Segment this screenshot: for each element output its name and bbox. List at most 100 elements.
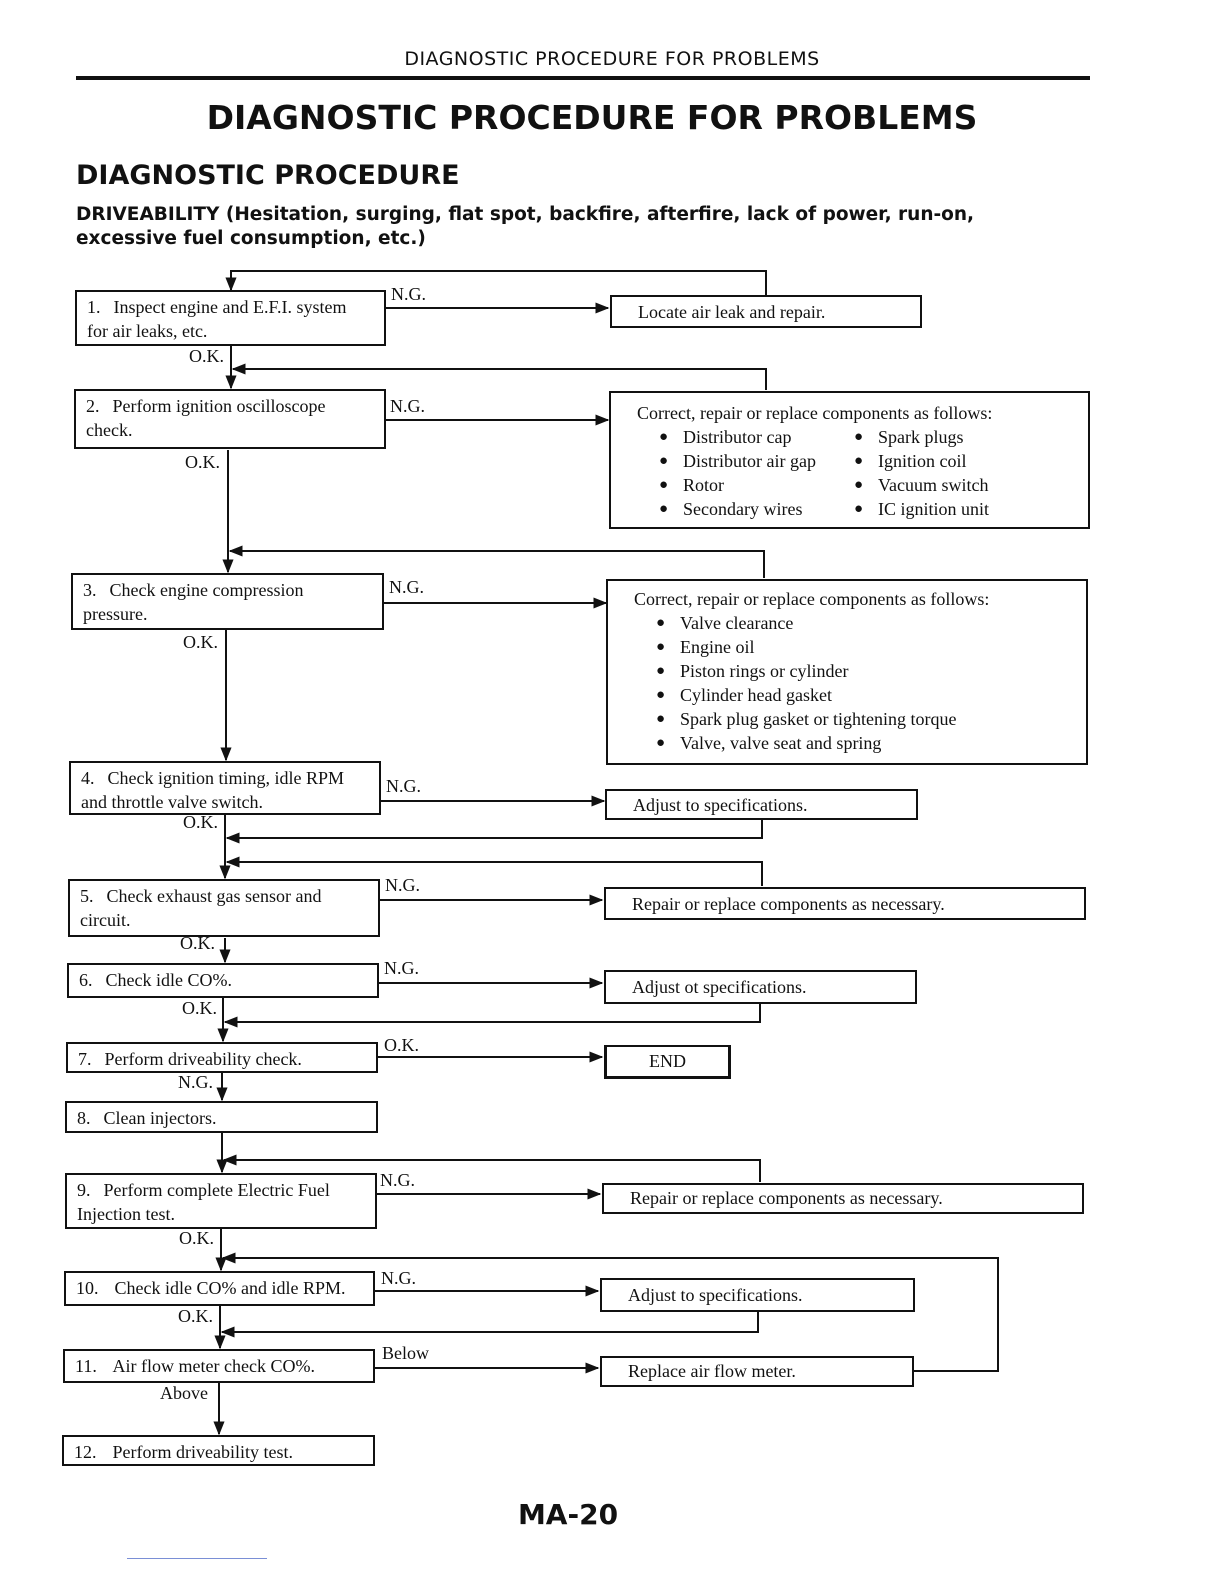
action-replace-air-flow-meter: Replace air flow meter. (600, 1356, 914, 1387)
step-text: Clean injectors. (103, 1108, 217, 1128)
action-text: Adjust to specifications. (633, 795, 808, 815)
ok-label-2: O.K. (185, 452, 220, 472)
ok-label-3: O.K. (183, 632, 218, 652)
list-item: Spark plug gasket or tightening torque (656, 707, 1086, 731)
list-item: Piston rings or cylinder (656, 659, 1086, 683)
step-text: Air flow meter check CO%. (112, 1356, 315, 1376)
action-ignition-components: Correct, repair or replace components as… (609, 391, 1090, 529)
end-terminal: END (604, 1045, 731, 1079)
action-adjust-specs-4: Adjust to specifications. (605, 789, 918, 820)
ng-label-7: N.G. (178, 1072, 213, 1092)
ng-label-2: N.G. (390, 396, 425, 416)
ok-label-1: O.K. (189, 346, 224, 366)
step-number: 12. (74, 1442, 97, 1462)
step-7-box: 7. Perform driveability check. (66, 1042, 378, 1073)
running-header: DIAGNOSTIC PROCEDURE FOR PROBLEMS (404, 48, 820, 70)
step-text: Check exhaust gas sensor and circuit. (80, 886, 322, 930)
list-item: Distributor air gap (659, 449, 854, 473)
list-item: Rotor (659, 473, 854, 497)
step-5-box: 5. Check exhaust gas sensor and circuit. (68, 879, 380, 937)
action-text: Repair or replace components as necessar… (630, 1188, 943, 1208)
action-compression-components: Correct, repair or replace components as… (606, 579, 1088, 765)
step-text: Perform driveability check. (104, 1049, 302, 1069)
action-adjust-specs-6: Adjust ot specifications. (604, 970, 917, 1004)
list-item: Valve clearance (656, 611, 1086, 635)
ok-label-9: O.K. (179, 1228, 214, 1248)
list-item: Spark plugs (854, 425, 1044, 449)
list-item: Cylinder head gasket (656, 683, 1086, 707)
list-item: Distributor cap (659, 425, 854, 449)
end-label: END (649, 1051, 686, 1071)
step-number: 4. (81, 768, 95, 788)
step-8-box: 8. Clean injectors. (65, 1101, 378, 1133)
ok-label-10: O.K. (178, 1306, 213, 1326)
action-text: Replace air flow meter. (628, 1361, 796, 1381)
action-text: Locate air leak and repair. (638, 302, 826, 322)
action-heading: Correct, repair or replace components as… (634, 589, 990, 609)
step-text: Check idle CO%. (105, 970, 232, 990)
step-3-box: 3. Check engine compression pressure. (71, 573, 384, 630)
step-number: 11. (75, 1356, 97, 1376)
ng-label-6: N.G. (384, 958, 419, 978)
step-number: 10. (76, 1278, 99, 1298)
step-text: Perform ignition oscilloscope check. (86, 396, 326, 440)
step-text: Perform driveability test. (112, 1442, 293, 1462)
step-text: Check ignition timing, idle RPM and thro… (81, 768, 345, 812)
ng-label-5: N.G. (385, 875, 420, 895)
ok-label-5: O.K. (180, 933, 215, 953)
step-12-box: 12. Perform driveability test. (62, 1435, 375, 1466)
step-number: 8. (77, 1108, 91, 1128)
action-text: Adjust to specifications. (628, 1285, 803, 1305)
step-10-box: 10. Check idle CO% and idle RPM. (64, 1271, 375, 1306)
ng-label-3: N.G. (389, 577, 424, 597)
below-label: Below (382, 1343, 429, 1363)
compression-component-list: Valve clearance Engine oil Piston rings … (634, 611, 1086, 755)
ng-label-4: N.G. (386, 776, 421, 796)
section-title: DIAGNOSTIC PROCEDURE (76, 160, 460, 191)
step-text: Check idle CO% and idle RPM. (114, 1278, 346, 1298)
list-item: Ignition coil (854, 449, 1044, 473)
action-repair-5: Repair or replace components as necessar… (604, 887, 1086, 920)
ng-label-9: N.G. (380, 1170, 415, 1190)
ng-label-1: N.G. (391, 284, 426, 304)
list-item: Engine oil (656, 635, 1086, 659)
step-text: Inspect engine and E.F.I. system for air… (87, 297, 347, 341)
list-item: Secondary wires (659, 497, 854, 521)
list-item: IC ignition unit (854, 497, 1044, 521)
page-number: MA-20 (517, 1498, 619, 1531)
action-adjust-specs-10: Adjust to specifications. (600, 1278, 915, 1312)
action-text: Repair or replace components as necessar… (632, 894, 945, 914)
step-4-box: 4. Check ignition timing, idle RPM and t… (69, 761, 381, 815)
step-number: 6. (79, 970, 93, 990)
ignition-component-list: Distributor cap Spark plugs Distributor … (637, 425, 1088, 521)
step-number: 7. (78, 1049, 92, 1069)
list-item: Vacuum switch (854, 473, 1044, 497)
ok-label-7: O.K. (384, 1035, 419, 1055)
intro-text: DRIVEABILITY (Hesitation, surging, flat … (76, 204, 975, 249)
step-text: Check engine compression pressure. (83, 580, 304, 624)
step-6-box: 6. Check idle CO%. (67, 963, 379, 998)
step-2-box: 2. Perform ignition oscilloscope check. (74, 389, 386, 449)
step-number: 1. (87, 297, 101, 317)
step-9-box: 9. Perform complete Electric Fuel Inject… (65, 1173, 377, 1229)
action-repair-9: Repair or replace components as necessar… (602, 1183, 1084, 1214)
step-11-box: 11. Air flow meter check CO%. (63, 1349, 375, 1383)
ok-label-6: O.K. (182, 998, 217, 1018)
action-locate-air-leak: Locate air leak and repair. (610, 295, 922, 328)
above-label: Above (160, 1383, 208, 1403)
footer-mark (127, 1558, 267, 1559)
header-rule (76, 76, 1090, 80)
step-number: 9. (77, 1180, 91, 1200)
ng-label-10: N.G. (381, 1268, 416, 1288)
action-text: Adjust ot specifications. (632, 977, 807, 997)
step-number: 5. (80, 886, 94, 906)
page-title: DIAGNOSTIC PROCEDURE FOR PROBLEMS (206, 98, 978, 137)
list-item: Valve, valve seat and spring (656, 731, 1086, 755)
action-heading: Correct, repair or replace components as… (637, 403, 993, 423)
step-number: 3. (83, 580, 97, 600)
step-1-box: 1. Inspect engine and E.F.I. system for … (75, 290, 386, 346)
step-text: Perform complete Electric Fuel Injection… (77, 1180, 330, 1224)
step-number: 2. (86, 396, 100, 416)
ok-label-4: O.K. (183, 812, 218, 832)
